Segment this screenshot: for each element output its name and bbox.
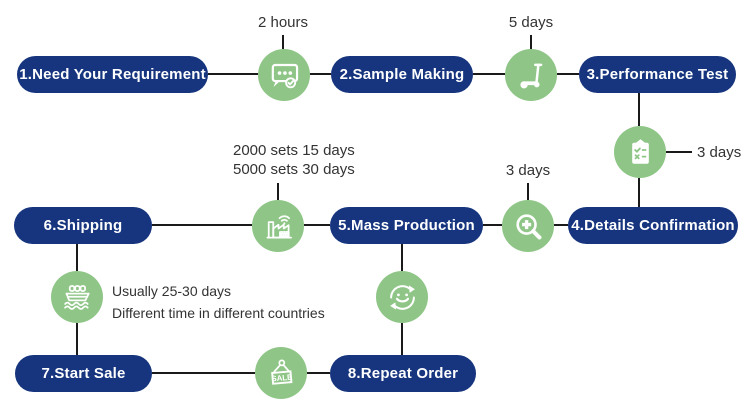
duration-label-production-sets: 2000 sets 15 days 5000 sets 30 days — [233, 141, 355, 179]
connector-line — [666, 151, 692, 153]
connector-line — [557, 73, 579, 75]
shipping-note-line-2: Different time in different countries — [112, 305, 325, 321]
connector-line — [277, 183, 279, 200]
connector-line — [310, 73, 331, 75]
connector-badge-sample — [505, 49, 557, 101]
step-pill-performance-test: 3.Performance Test — [579, 56, 736, 93]
step-pill-sample-making: 2.Sample Making — [331, 56, 473, 93]
step-pill-mass-production: 5.Mass Production — [330, 207, 483, 244]
connector-badge-inspection — [502, 200, 554, 252]
connector-line — [554, 224, 568, 226]
connector-badge-satisfaction — [376, 271, 428, 323]
duration-label-2-hours: 2 hours — [257, 14, 309, 31]
connector-line — [304, 224, 330, 226]
duration-line-5000-sets: 5000 sets 30 days — [233, 161, 355, 178]
connector-line — [152, 224, 252, 226]
connector-line — [152, 372, 255, 374]
factory-icon — [266, 214, 292, 238]
sale-sign-text: SALE — [270, 372, 292, 383]
connector-line — [76, 323, 78, 355]
shipping-note: Usually 25-30 days Different time in dif… — [112, 280, 325, 324]
duration-label-5-days: 5 days — [508, 14, 554, 31]
connector-line — [282, 35, 284, 49]
connector-line — [307, 372, 330, 374]
connector-line — [530, 35, 532, 49]
shipping-note-line-1: Usually 25-30 days — [112, 283, 232, 299]
step-pill-details-confirmation: 4.Details Confirmation — [568, 207, 738, 244]
connector-line — [473, 73, 505, 75]
connector-badge-communication — [258, 49, 310, 101]
smiley-repeat-icon — [389, 284, 415, 310]
connector-badge-factory — [252, 200, 304, 252]
step-pill-start-sale: 7.Start Sale — [15, 355, 152, 392]
chat-approve-icon — [271, 63, 298, 88]
connector-badge-details-check — [614, 126, 666, 178]
connector-line — [401, 323, 403, 355]
connector-line — [638, 178, 640, 207]
duration-line-2000-sets: 2000 sets 15 days — [233, 142, 355, 159]
connector-line — [527, 183, 529, 200]
magnifier-plus-icon — [515, 213, 541, 239]
connector-line — [638, 93, 640, 126]
duration-label-3-days-details: 3 days — [697, 144, 742, 161]
duration-label-3-days-production: 3 days — [505, 162, 551, 179]
step-pill-repeat-order: 8.Repeat Order — [330, 355, 476, 392]
connector-badge-sale: SALE — [255, 347, 307, 399]
scooter-icon — [519, 63, 542, 88]
step-pill-shipping: 6.Shipping — [14, 207, 152, 244]
sale-sign-icon: SALE — [270, 358, 292, 385]
connector-line — [76, 244, 78, 271]
connector-badge-sea-freight — [51, 271, 103, 323]
step-pill-need-your-requirement: 1.Need Your Requirement — [17, 56, 208, 93]
connector-line — [483, 224, 502, 226]
cargo-ship-icon — [63, 284, 90, 310]
connector-line — [208, 73, 258, 75]
checklist-clipboard-icon — [631, 138, 649, 164]
connector-line — [401, 244, 403, 271]
